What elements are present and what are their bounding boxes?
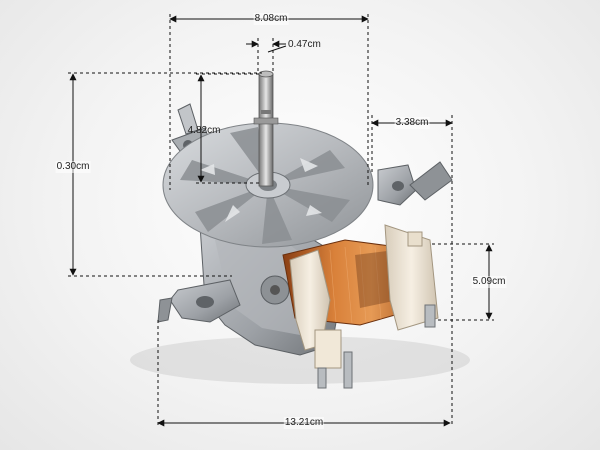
dimension-label-shaft-diameter: 0.47cm <box>288 39 321 50</box>
dimension-label-bottom-width: 13.21cm <box>283 417 325 429</box>
dimension-label-left-height: 0.30cm <box>55 161 91 173</box>
floor-shadow <box>130 336 470 384</box>
dimension-label-right-offset: 3.38cm <box>394 117 430 129</box>
mounting-bracket-right <box>377 161 453 206</box>
dimension-label-top-width: 8.08cm <box>253 13 289 25</box>
coil-bobbin <box>289 224 439 351</box>
terminal-connectors <box>314 304 436 389</box>
mounting-bracket-left <box>157 279 241 323</box>
motor-shaft <box>253 70 279 187</box>
dimension-label-coil-height: 5.09cm <box>471 276 507 288</box>
dimension-label-shaft-length: 4.82cm <box>187 125 221 136</box>
